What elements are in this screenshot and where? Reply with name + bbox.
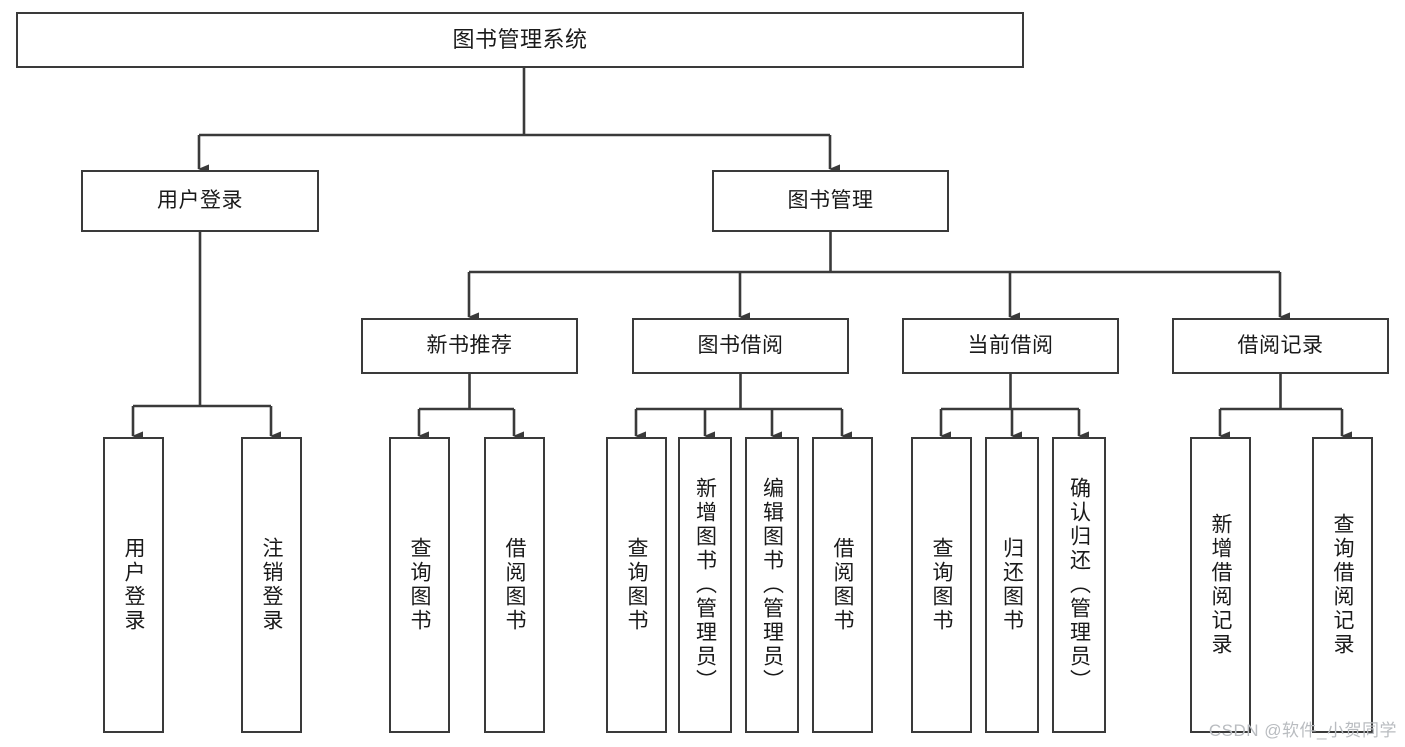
node-label: 注销登录 [260, 537, 283, 633]
node-leaf-add-book[interactable]: 新增图书（管理员） [678, 437, 732, 733]
node-label: 新增图书（管理员） [693, 477, 717, 693]
node-label: 查询图书 [408, 537, 431, 633]
node-label: 编辑图书（管理员） [760, 477, 784, 693]
node-leaf-query-record[interactable]: 查询借阅记录 [1312, 437, 1373, 733]
node-label: 查询图书 [930, 537, 953, 633]
node-current-borrow[interactable]: 当前借阅 [902, 318, 1119, 374]
node-leaf-borrow-book-2[interactable]: 借阅图书 [812, 437, 873, 733]
node-label: 图书管理 [787, 188, 874, 212]
node-label: 借阅图书 [503, 537, 526, 633]
node-leaf-user-login[interactable]: 用户登录 [103, 437, 164, 733]
node-label: 新书推荐 [426, 333, 513, 357]
node-label: 用户登录 [157, 188, 243, 212]
node-label: 图书借阅 [697, 333, 784, 357]
node-label: 借阅图书 [831, 537, 854, 633]
node-label: 查询借阅记录 [1331, 513, 1354, 657]
watermark-text: CSDN @软件_小贺同学 [1208, 721, 1397, 740]
node-user-login[interactable]: 用户登录 [81, 170, 319, 232]
node-label: 归还图书 [1000, 537, 1024, 633]
node-label: 图书管理系统 [452, 27, 588, 53]
node-leaf-confirm-return[interactable]: 确认归还（管理员） [1052, 437, 1106, 733]
node-leaf-edit-book[interactable]: 编辑图书（管理员） [745, 437, 799, 733]
node-leaf-query-book-1[interactable]: 查询图书 [389, 437, 450, 733]
node-leaf-borrow-book-1[interactable]: 借阅图书 [484, 437, 545, 733]
node-label: 当前借阅 [967, 333, 1054, 357]
node-leaf-query-book-2[interactable]: 查询图书 [606, 437, 667, 733]
node-label: 借阅记录 [1237, 333, 1324, 357]
node-leaf-query-book-3[interactable]: 查询图书 [911, 437, 972, 733]
node-root[interactable]: 图书管理系统 [16, 12, 1024, 68]
node-leaf-return-book[interactable]: 归还图书 [985, 437, 1039, 733]
node-new-book-recommend[interactable]: 新书推荐 [361, 318, 578, 374]
node-book-borrow[interactable]: 图书借阅 [632, 318, 849, 374]
node-label: 用户登录 [122, 537, 145, 633]
node-leaf-user-logout[interactable]: 注销登录 [241, 437, 302, 733]
node-label: 确认归还（管理员） [1067, 477, 1091, 693]
node-borrow-record[interactable]: 借阅记录 [1172, 318, 1389, 374]
node-label: 查询图书 [625, 537, 648, 633]
node-leaf-add-record[interactable]: 新增借阅记录 [1190, 437, 1251, 733]
node-label: 新增借阅记录 [1209, 513, 1232, 657]
node-book-manage[interactable]: 图书管理 [712, 170, 949, 232]
